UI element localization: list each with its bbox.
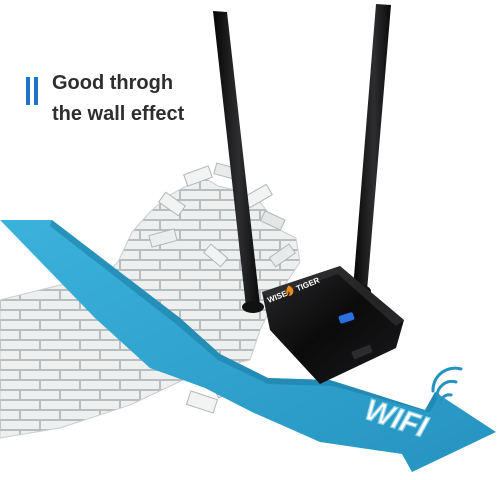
wifi-icon [431,366,463,405]
flame-icon [286,285,294,297]
status-led [338,312,355,324]
headline-line-1: Good throgh [52,72,174,94]
wifi-adapter: WISE TIGER [213,4,404,384]
antenna-left [213,11,264,313]
signal-arrow [0,220,496,472]
headline-line-2: the wall effect [52,103,185,125]
usb-port [351,344,373,360]
antenna-right [349,4,391,297]
headline: Good throgh the wall effect [26,68,184,130]
accent-bars [26,77,38,105]
